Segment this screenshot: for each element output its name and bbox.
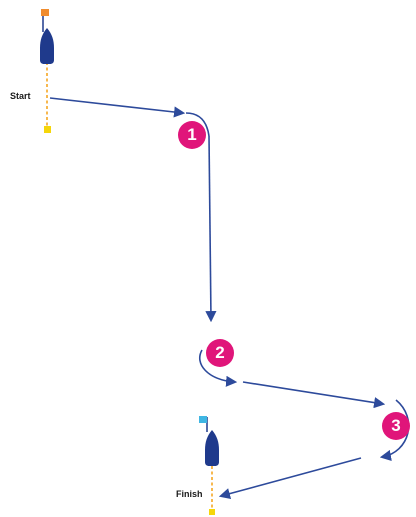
- buoy-icon: [209, 509, 215, 515]
- sailboat-icon: [40, 28, 54, 64]
- route-leg-mark-2-to-mark-3: [242, 381, 386, 409]
- rounding-arc-mark-2: [199, 349, 238, 387]
- finish-label: Finish: [176, 489, 203, 499]
- route-leg-mark-1-to-mark-2: [205, 135, 217, 323]
- start-label: Start: [10, 91, 31, 101]
- orange-flag-icon: [41, 9, 49, 32]
- rounding-arc-mark-1: [185, 112, 210, 137]
- buoy-icon: [44, 126, 51, 133]
- route-leg-start-to-mark-1: [49, 97, 186, 118]
- route-leg-mark-3-to-finish: [218, 457, 362, 500]
- mark-1-badge: 1: [178, 121, 206, 149]
- sailboat-icon: [205, 430, 219, 466]
- mark-2-badge: 2: [206, 339, 234, 367]
- blue-flag-icon: [199, 416, 208, 432]
- mark-3-badge: 3: [382, 412, 410, 440]
